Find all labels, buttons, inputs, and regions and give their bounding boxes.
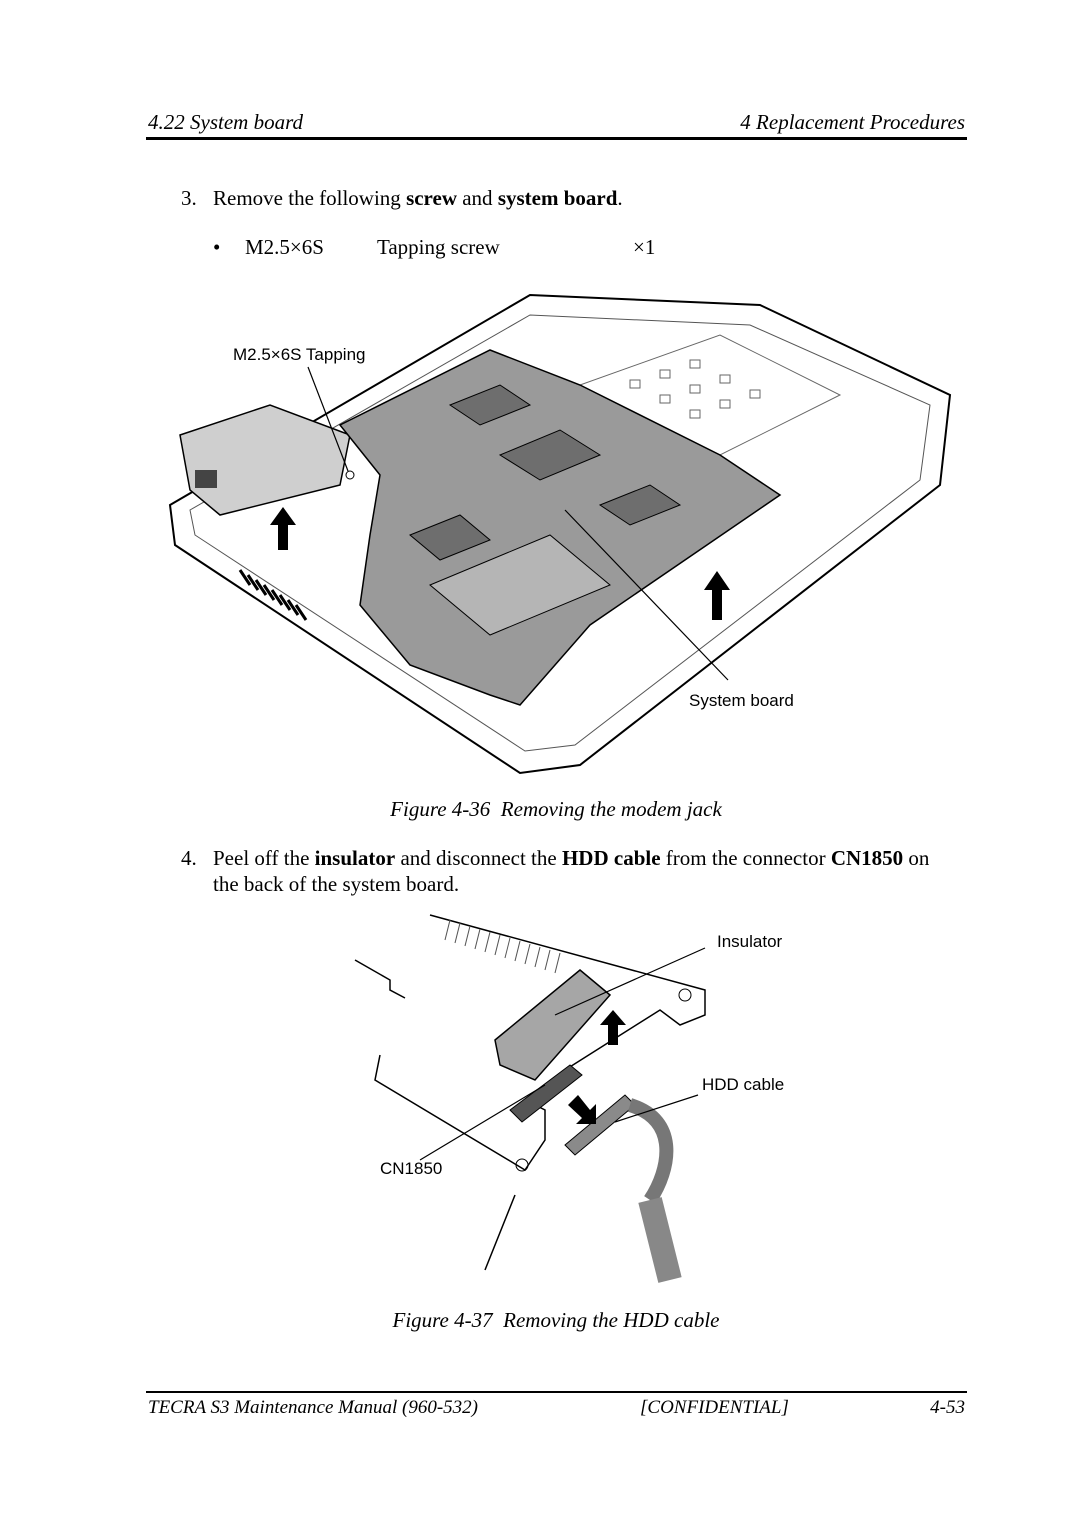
vent-slots	[238, 569, 308, 621]
callout-hdd-cable: HDD cable	[702, 1075, 785, 1094]
step-3-screw-term: screw	[406, 186, 457, 210]
footer-manual: TECRA S3 Maintenance Manual (960-532)	[148, 1397, 478, 1418]
screw-part: M2.5×6S	[245, 235, 324, 259]
figure-36-illustration	[168, 293, 952, 775]
board-left-edge	[354, 959, 406, 999]
screw-leader	[307, 366, 349, 472]
step-3-board-term: system board	[497, 186, 618, 210]
callout-insulator: Insulator	[717, 932, 783, 951]
figure-37-illustration	[354, 914, 706, 1283]
footer-confidential: [CONFIDENTIAL]	[640, 1397, 789, 1418]
insulator-pad	[494, 969, 612, 1081]
hdd-cable-leader	[614, 1094, 699, 1123]
step-4-text-line2: the back of the system board.	[213, 872, 460, 896]
board-chips	[409, 384, 682, 561]
screw-type: Tapping screw	[377, 235, 500, 259]
footer-rule	[146, 1391, 967, 1393]
footer-page-number: 4-53	[930, 1397, 965, 1418]
system-board	[338, 349, 782, 706]
section-title: 4.22 System board	[148, 110, 303, 134]
laptop-base-inner	[189, 314, 931, 752]
modem-jack-bracket	[179, 404, 351, 516]
screw-qty: ×1	[633, 235, 656, 259]
screw-location	[345, 470, 355, 480]
step-4-hdd-term: HDD cable	[561, 846, 661, 870]
figure-37-caption: Figure 4-37 Removing the HDD cable	[392, 1308, 720, 1332]
cn1850-leader	[419, 1084, 546, 1161]
lift-arrows	[270, 507, 730, 620]
hdd-bay	[429, 534, 611, 636]
step-4-number: 4.	[181, 846, 197, 870]
screw-hole	[678, 988, 692, 1002]
step-3-text: Remove the following screw and system bo…	[213, 186, 623, 210]
cn1850-connector	[509, 1064, 583, 1123]
header-rule	[146, 137, 967, 140]
callout-screw: M2.5×6S Tapping	[233, 345, 366, 364]
board-bottom-edge	[484, 1194, 516, 1271]
screw-bullet: •	[213, 235, 221, 259]
callout-cn1850: CN1850	[380, 1159, 443, 1178]
step-4-text: Peel off the insulator and disconnect th…	[213, 846, 930, 870]
screw-hole	[515, 1158, 529, 1172]
board-upper-edge	[429, 914, 706, 1071]
step-3-number: 3.	[181, 186, 197, 210]
insulator-leader	[554, 947, 706, 1016]
callout-system-board: System board	[689, 691, 794, 710]
direction-arrows	[568, 1010, 626, 1124]
step-4-insulator-term: insulator	[314, 846, 396, 870]
chapter-title: 4 Replacement Procedures	[740, 110, 965, 134]
hdd-cable-wires	[627, 1098, 674, 1204]
board-leader	[564, 509, 729, 681]
step-4-connector-term: CN1850	[830, 846, 904, 870]
connector-comb	[444, 919, 561, 974]
figure-36-caption: Figure 4-36 Removing the modem jack	[390, 797, 722, 821]
board-lower-edge	[374, 1054, 546, 1172]
